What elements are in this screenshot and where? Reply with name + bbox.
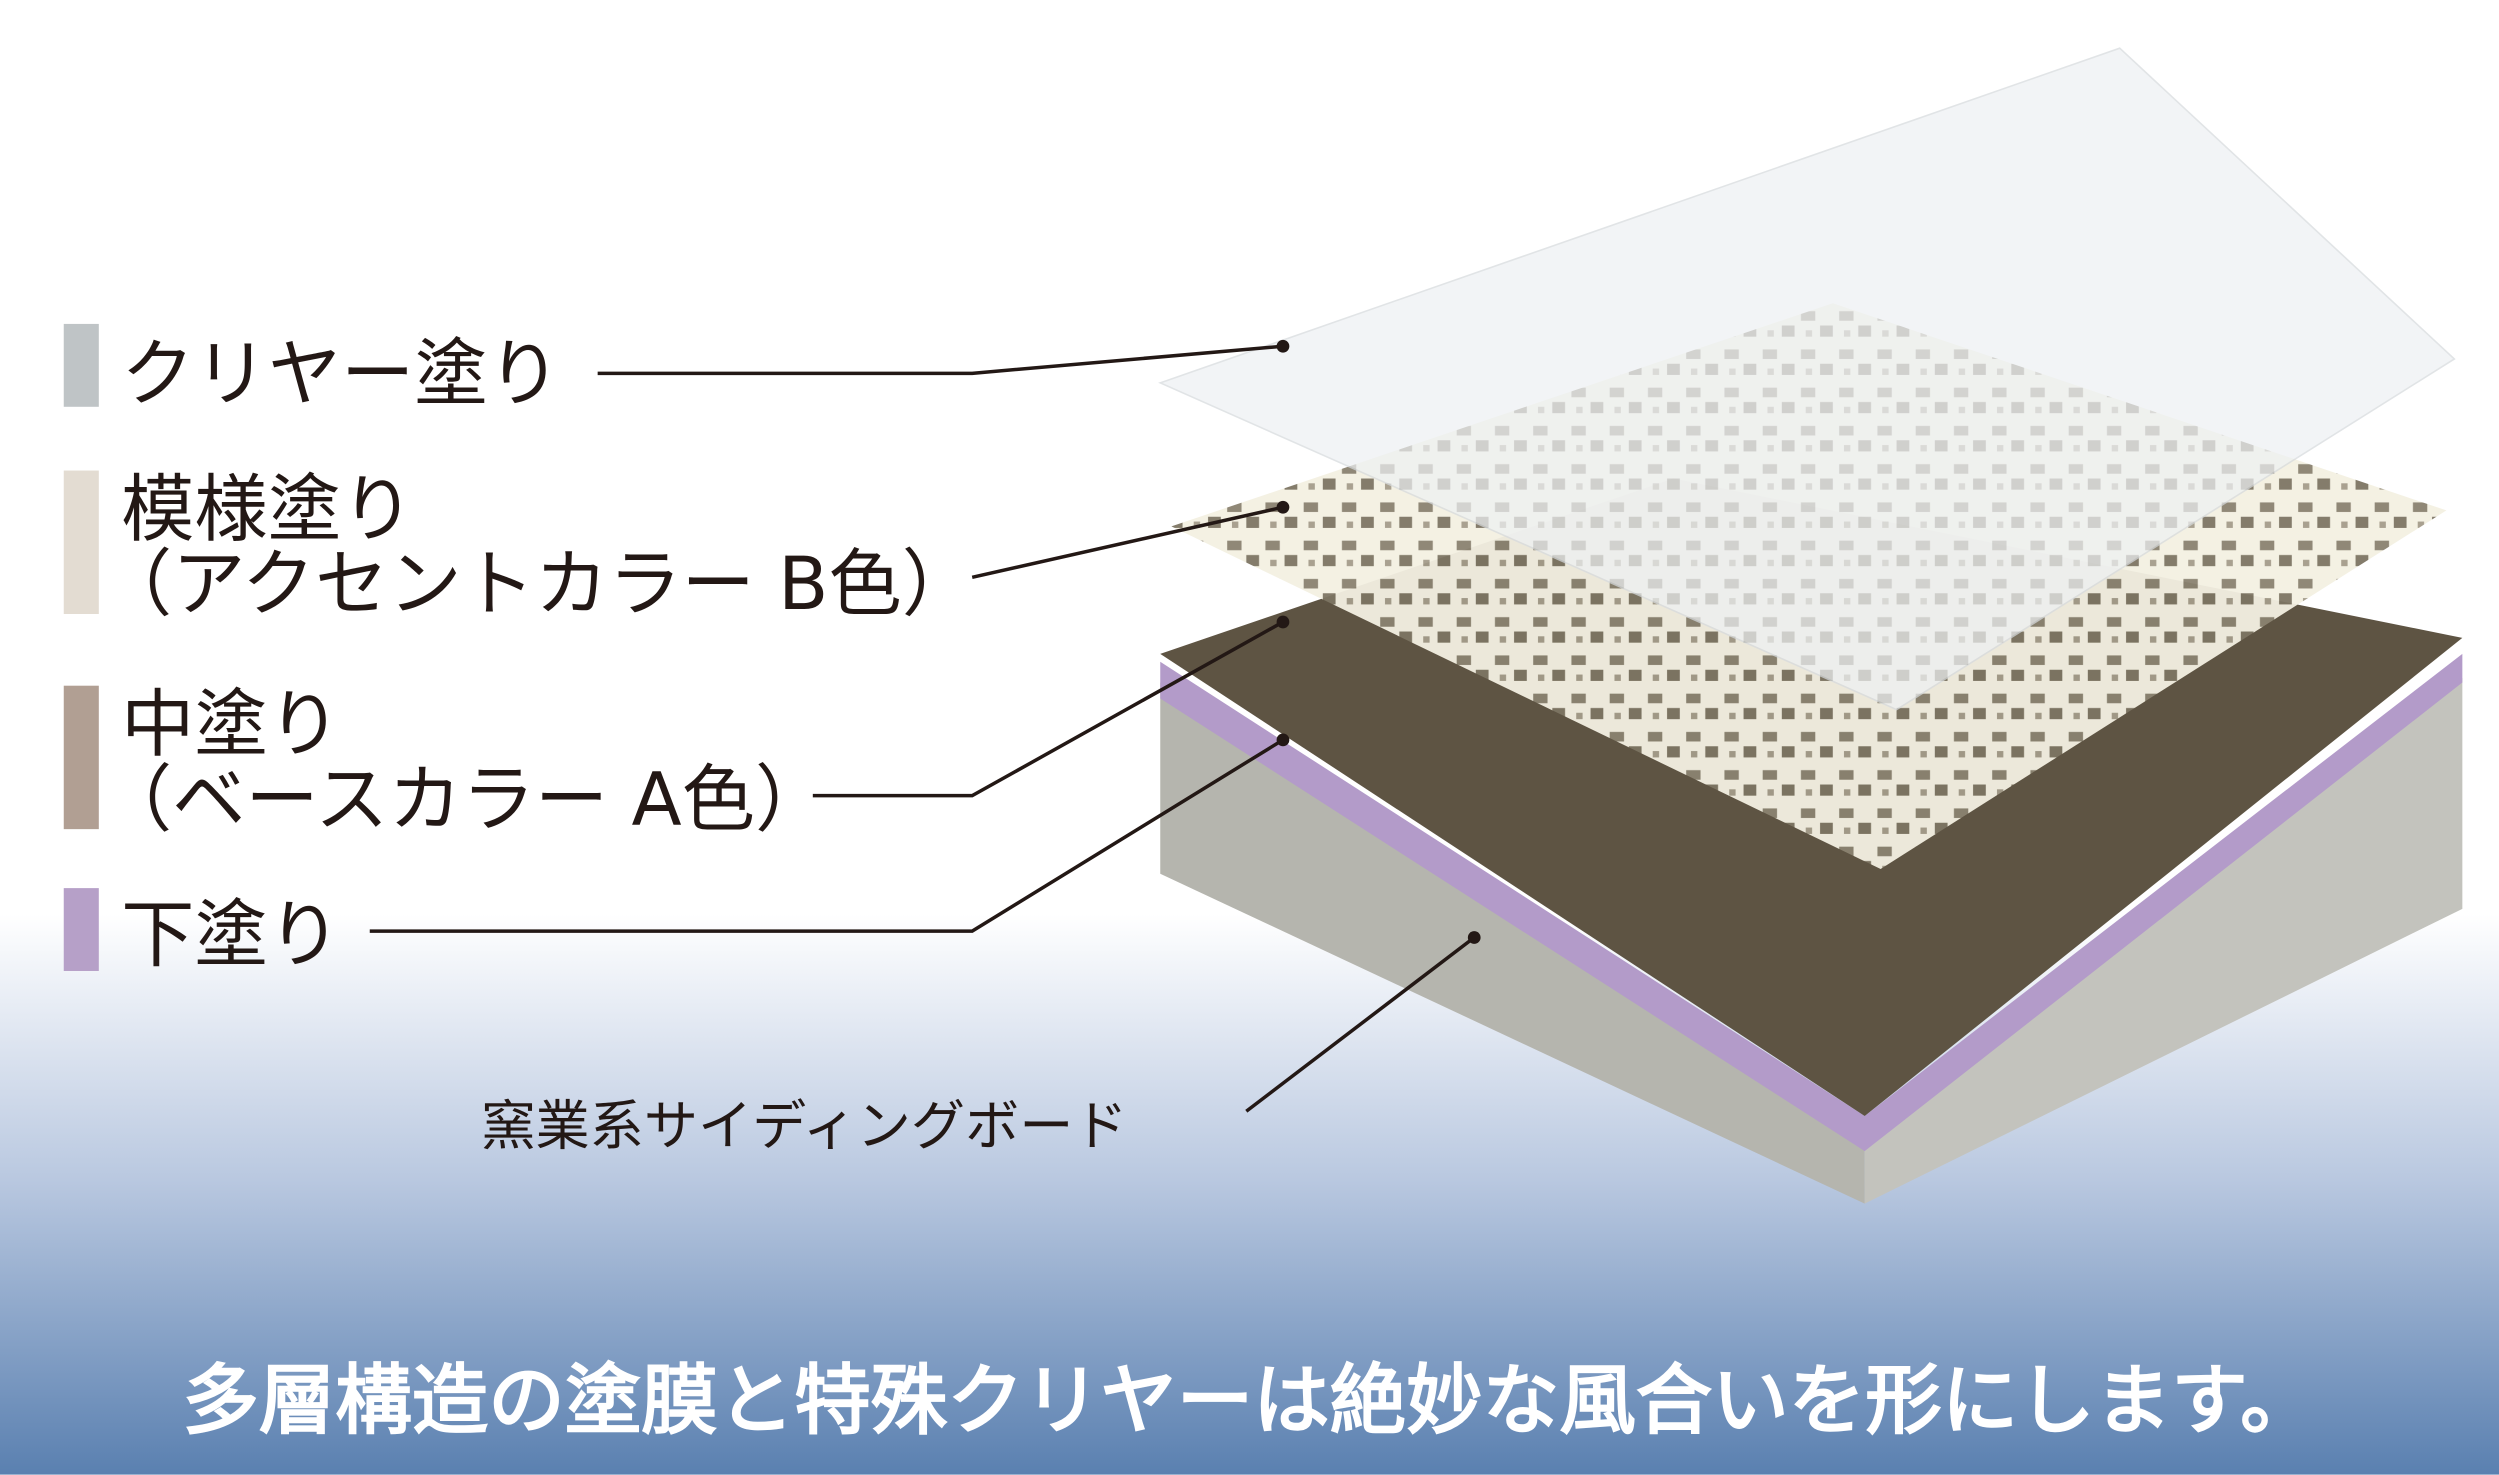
legend-item-base: 中塗り （ベースカラー A色） <box>63 615 1290 842</box>
siding-board-left-face <box>1160 682 1865 1204</box>
legend-label: 中塗り <box>121 682 341 767</box>
legend-label: （アクセントカラー B色） <box>99 542 975 627</box>
color-swatch <box>63 888 99 971</box>
clear-coat-layer <box>1158 47 2456 711</box>
legend-item-clear: クリヤー塗り <box>63 323 1290 417</box>
legend-label: （ベースカラー A色） <box>99 757 828 842</box>
substrate-label: 窯業系サイディングボード <box>481 1095 1127 1158</box>
color-swatch <box>63 470 99 614</box>
legend-item-undercoat: 下塗り <box>63 733 1290 978</box>
legend-item-accent: 模様塗り （アクセントカラー B色） <box>63 467 1290 627</box>
substrate-label-group: 窯業系サイディングボード <box>481 931 1481 1158</box>
layer-stack <box>1158 47 2463 1204</box>
color-swatch <box>63 323 99 407</box>
color-swatch <box>63 685 99 830</box>
legend-label: 下塗り <box>121 893 341 978</box>
siding-board-right-face <box>1864 677 2463 1204</box>
legend-label: 模様塗り <box>121 467 414 552</box>
legend-label: クリヤー塗り <box>121 332 561 417</box>
caption: 多層構造の塗膜と特殊クリヤーは絶妙な風合いを形にします。 <box>182 1357 2316 1446</box>
